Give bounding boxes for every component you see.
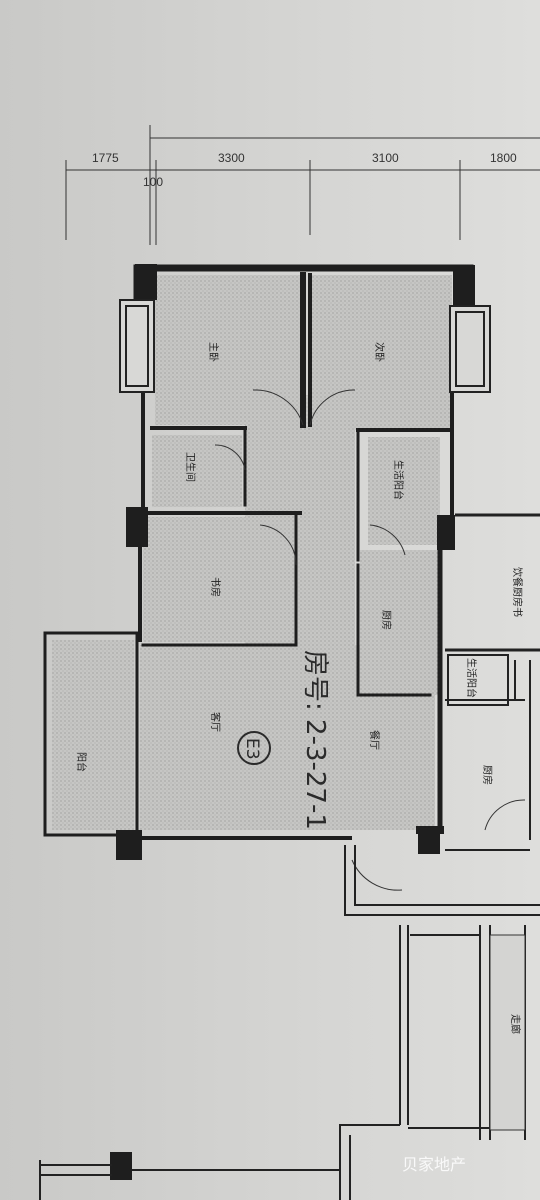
label-neighbor-living-balcony: 生活阳台	[465, 658, 478, 698]
dimension-3100: 3100	[372, 151, 399, 165]
windows	[119, 299, 491, 393]
label-dining-room: 餐厅	[368, 730, 381, 750]
balcony-area	[52, 640, 134, 830]
dimension-1800: 1800	[490, 151, 517, 165]
room-labels: 主卧 次卧 卫生间 生活阳台 书房 厨房 阳台 客厅 餐厅 饮餐厨房书 生活阳台…	[75, 342, 524, 1034]
neighbor-unit	[445, 513, 540, 851]
dimension-1775: 1775	[92, 151, 119, 165]
living-balcony-area	[368, 437, 440, 545]
room-number-label: 房号: 2-3-27-1	[300, 650, 330, 830]
bathroom-area	[152, 435, 242, 507]
unit-type-badge-text: E3	[242, 738, 262, 760]
label-study: 书房	[209, 577, 222, 597]
study-area	[143, 517, 293, 642]
label-balcony: 阳台	[75, 752, 88, 772]
dimension-100: 100	[143, 175, 163, 189]
label-master-bedroom: 主卧	[207, 342, 220, 362]
dimension-lines	[65, 125, 540, 245]
door-swings	[214, 389, 526, 891]
label-neighbor-dining: 饮餐厨房书	[511, 567, 524, 617]
corridor-hatch	[489, 934, 526, 1131]
unit-type-badge	[237, 731, 271, 765]
label-living-balcony: 生活阳台	[392, 460, 405, 500]
label-living-room: 客厅	[209, 712, 222, 732]
label-corridor: 走廊	[509, 1014, 522, 1034]
wall-columns	[110, 264, 475, 1180]
label-kitchen: 厨房	[380, 610, 393, 630]
dimension-3300: 3300	[218, 151, 245, 165]
watermark: 贝家地产	[402, 1155, 466, 1174]
living-dining-area	[140, 645, 435, 830]
label-second-bedroom: 次卧	[373, 342, 386, 362]
label-neighbor-kitchen: 厨房	[481, 765, 494, 785]
label-bathroom: 卫生间	[184, 452, 197, 482]
